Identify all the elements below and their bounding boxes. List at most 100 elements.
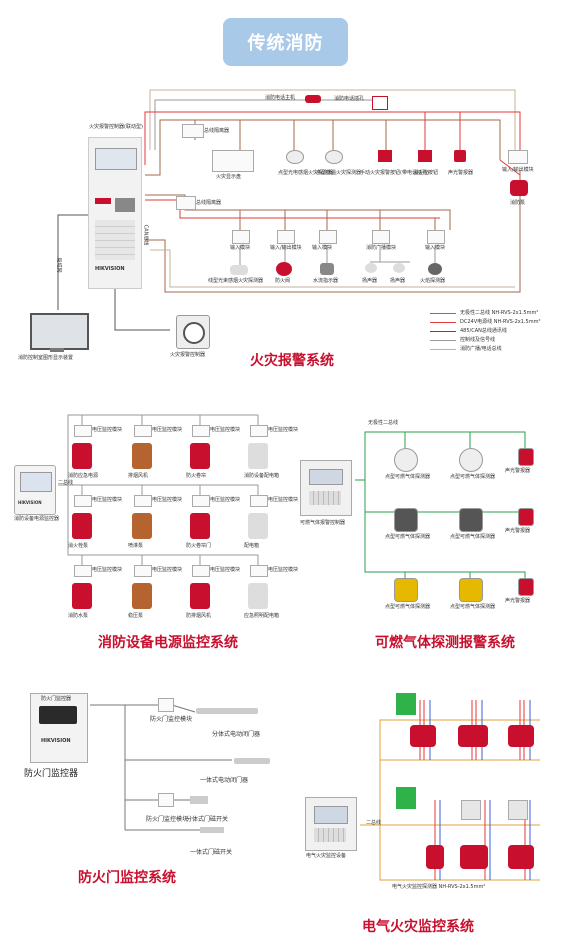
efire-host [305, 797, 357, 851]
fire-phone-host [305, 95, 321, 103]
gas-detector-label: 点型可燃气体探测器 [450, 604, 496, 610]
bus-isolator-1-label: 总线隔离器 [204, 128, 230, 134]
voltage-monitor-module-label: 电压监控模块 [210, 567, 241, 573]
io-module-label: 输入/输出模块 [502, 167, 534, 173]
smoke-detector-label: 点型光电感烟火灾探测器 [278, 170, 334, 176]
gas-detector-icon [459, 508, 483, 532]
power-equipment-label: 排烟风机 [128, 473, 149, 479]
input-module-1 [232, 230, 250, 244]
broadcast-module-label: 消防广播模块 [366, 245, 397, 251]
voltage-monitor-module [192, 425, 210, 437]
voltage-monitor-module-label: 电压监控模块 [92, 497, 123, 503]
controller-printer [115, 198, 135, 212]
input-module-1-label: 输入模块 [230, 245, 251, 251]
gas-detector-label: 点型可燃气体探测器 [385, 604, 431, 610]
flame-detector-label: 火焰探测器 [420, 278, 446, 284]
power-equipment-icon [72, 583, 92, 609]
heat-detector [325, 150, 343, 164]
heat-detector-label: 点型感温火灾探测器 [316, 170, 362, 176]
voltage-monitor-module-label: 电压监控模块 [92, 567, 123, 573]
input-module-5 [427, 230, 445, 244]
voltage-monitor-module-label: 电压监控模块 [92, 427, 123, 433]
efire-green-box-2 [396, 787, 416, 809]
sound-light-alarm-icon [518, 508, 534, 526]
efire-detector-2 [458, 725, 488, 747]
voltage-monitor-module [250, 565, 268, 577]
voltage-monitor-module-label: 电压监控模块 [268, 567, 299, 573]
input-module-3 [319, 230, 337, 244]
beam-detector [230, 265, 248, 275]
smoke-detector [286, 150, 304, 164]
input-module-3-label: 输入模块 [312, 245, 333, 251]
input-module-5-label: 输入模块 [425, 245, 446, 251]
legend-label: DC24V电源线 NH-RVS-2x1.5mm² [460, 319, 541, 325]
fire-display-panel [212, 150, 254, 172]
gas-controller [300, 460, 352, 516]
door-switch-split [190, 796, 208, 804]
broadcast-module [372, 230, 390, 244]
hydrant-button [418, 150, 432, 162]
fire-alarm-controller: HIKVISION [88, 137, 142, 289]
power-equipment-icon [132, 583, 152, 609]
gas-detector-label: 点型可燃气体探测器 [450, 534, 496, 540]
power-monitor-title: 消防设备电源监控系统 [98, 635, 238, 651]
hydrant-button-label: 消火栓按钮 [413, 170, 439, 176]
power-hk-logo: HIKVISION [18, 500, 42, 505]
gas-detector-label: 点型可燃气体探测器 [450, 474, 496, 480]
fire-damper [276, 262, 292, 276]
door-switch-integrated-label: 一体式门磁开关 [190, 849, 233, 856]
efire-terminal-1 [461, 800, 481, 820]
lan-label: 局域网 [55, 257, 62, 273]
legend-label: 控制线及信号线 [460, 337, 496, 343]
gas-detector-icon [394, 578, 418, 602]
efire-bus-label: 二总线 [366, 820, 382, 826]
fire-door-monitor: 防火门监控器 HIKVISION [30, 693, 88, 763]
efire-detector-3 [508, 725, 534, 747]
legend-swatch [430, 313, 456, 314]
voltage-monitor-module [134, 495, 152, 507]
legend-label: 无极性二总线 NH-RVS-2x1.5mm² [460, 310, 539, 316]
io-module-2-label: 输入/输出模块 [270, 245, 302, 251]
io-module-2 [277, 230, 295, 244]
sound-light-alarm-label: 声光警报器 [505, 598, 531, 604]
power-equipment-label: 防火卷帘门 [186, 543, 212, 549]
power-equipment-label: 稳压泵 [128, 613, 144, 619]
bus-isolator-1 [182, 124, 204, 138]
controller-slots [95, 220, 135, 260]
sound-light-alarm-label: 声光警报器 [505, 528, 531, 534]
fire-door-module-2-label: 防火门监控模块 [146, 816, 189, 823]
door-closer-split [196, 708, 258, 714]
power-equipment-label: 消防设备配电箱 [244, 473, 280, 479]
fire-alarm-panel-round [176, 315, 210, 349]
legend-swatch [430, 349, 456, 350]
voltage-monitor-module [74, 425, 92, 437]
door-closer-integrated [234, 758, 270, 764]
gas-controller-label: 可燃气体报警控制器 [300, 520, 346, 526]
voltage-monitor-module [192, 565, 210, 577]
power-equipment-label: 消火栓泵 [68, 543, 89, 549]
hikvision-logo: HIKVISION [95, 266, 125, 272]
gas-detector-icon [394, 448, 418, 472]
fire-door-title: 防火门监控系统 [78, 870, 176, 886]
sound-light-alarm-icon [518, 448, 534, 466]
fire-display-label: 火灾显示盘 [216, 174, 242, 180]
voltage-monitor-module [192, 495, 210, 507]
fire-pump-label: 消防泵 [510, 200, 526, 206]
efire-detector-1 [410, 725, 436, 747]
voltage-monitor-module-label: 电压监控模块 [210, 497, 241, 503]
efire-green-box-1 [396, 693, 416, 715]
power-equipment-icon [72, 443, 92, 469]
power-monitor-host-label: 消防设备电源监控器 [14, 516, 60, 522]
flame-detector [428, 263, 442, 275]
voltage-monitor-module-label: 电压监控模块 [268, 497, 299, 503]
monitor-label: 消防控制室图形显示装置 [18, 355, 74, 361]
power-equipment-label: 防火卷帘 [186, 473, 207, 479]
speaker-1-label: 扬声器 [362, 278, 378, 284]
speaker-2-label: 扬声器 [390, 278, 406, 284]
voltage-monitor-module [134, 425, 152, 437]
legend-swatch [430, 340, 456, 341]
gas-detector-icon [394, 508, 418, 532]
fire-door-hk-logo: HIKVISION [41, 738, 71, 744]
gas-detector-label: 点型可燃气体探测器 [385, 534, 431, 540]
power-equipment-label: 配电箱 [244, 543, 260, 549]
